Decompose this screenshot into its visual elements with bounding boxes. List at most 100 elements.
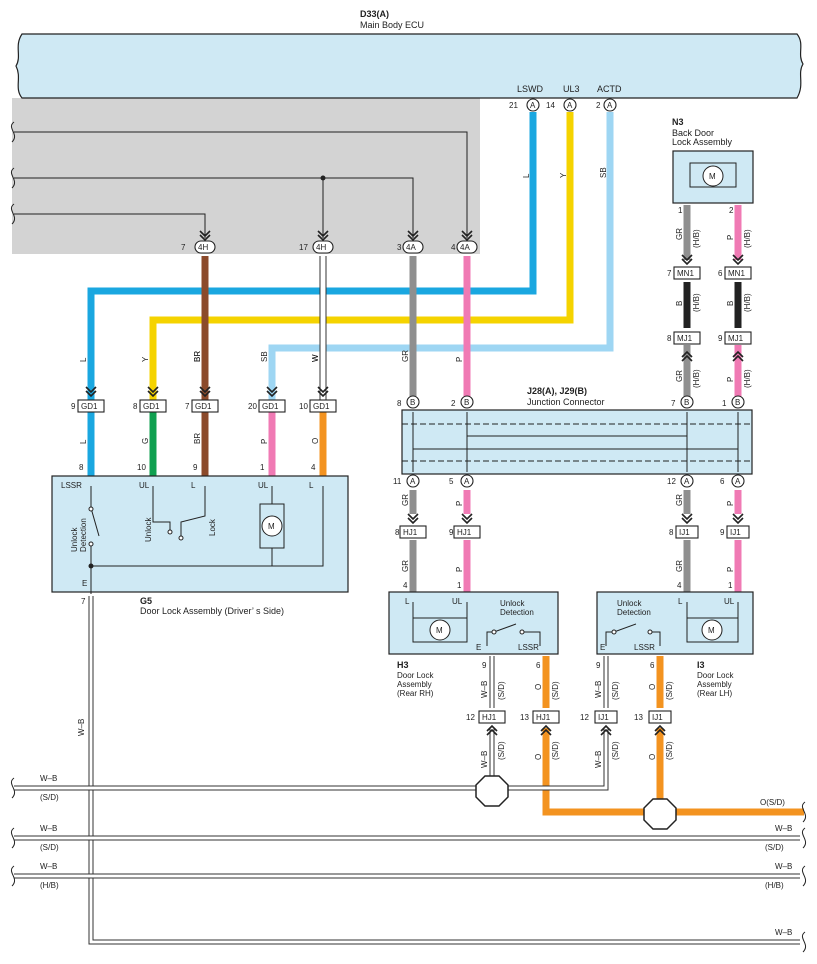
- gw-conn-2-label: 4A: [406, 243, 416, 252]
- jc-bot-conn-1-circle: [460, 474, 474, 488]
- ecu-pin-0: 21: [509, 101, 518, 110]
- mj1-pin-0: 8: [667, 334, 672, 343]
- lh-ij1b-chevron-1: [654, 724, 666, 736]
- lh-bot-label-1: O: [648, 684, 657, 690]
- n3-wire-label-0: GR: [675, 228, 684, 240]
- jc-top-conn-1-circle: [460, 395, 474, 409]
- g5-pin-4: 4: [311, 463, 316, 472]
- rh-up-label-0: GR: [401, 494, 410, 506]
- rh-hj1-conn-0-label: HJ1: [403, 528, 418, 537]
- jc-top-conn-1-label: B: [464, 398, 469, 407]
- lh-ij1-pin-0: 8: [669, 528, 674, 537]
- rh-term-lssr: LSSR: [518, 643, 539, 652]
- g5-motor-label: M: [268, 522, 275, 531]
- gd1-pin-3: 20: [248, 402, 257, 411]
- ecu-pin-1: 14: [546, 101, 555, 110]
- mn1-conn-0-box: [673, 266, 701, 280]
- lh-term-l: L: [678, 597, 683, 606]
- jc-bot-conn-0-circle: [406, 474, 420, 488]
- g5-e-term: E: [82, 579, 87, 588]
- g5-name: Door Lock Assembly (Driver’ s Side): [140, 606, 284, 616]
- mn1-pin-1: 6: [718, 269, 723, 278]
- lh-motor-label: M: [708, 626, 715, 635]
- jc-top-pin-2: 7: [671, 399, 676, 408]
- ecu-id: D33(A): [360, 9, 389, 19]
- lh-bot2-suffix-0: (S/D): [611, 741, 620, 760]
- mn1-pin-0: 7: [667, 269, 672, 278]
- g5-term-3: UL: [258, 481, 269, 490]
- gd1-chevron-3: [266, 386, 278, 398]
- lh-ij1-conn-0-label: IJ1: [679, 528, 690, 537]
- g5-motor-frame: [259, 503, 285, 549]
- gd1-lower-label-3: P: [260, 439, 269, 444]
- lh-ij1b-pin-1: 13: [634, 713, 643, 722]
- mn1-conn-0-label: MN1: [677, 269, 694, 278]
- rh-bot-label-1: O: [534, 684, 543, 690]
- rh-up-label-1: P: [455, 501, 464, 506]
- g5-pin-2: 9: [193, 463, 198, 472]
- n3-low-suffix-1: (H/B): [743, 369, 752, 388]
- g5-ground-wire-label: W–B: [77, 719, 86, 736]
- gw-pin-2: 3: [397, 243, 402, 252]
- lh-ij1-conn-1-label: IJ1: [730, 528, 741, 537]
- lh-id: I3: [697, 660, 705, 670]
- g5-lock-label: Lock: [208, 518, 217, 536]
- gw-chevron-2: [407, 230, 419, 242]
- ecu-term-lswd: LSWD: [517, 84, 544, 94]
- gw-wire-label-2: GR: [401, 350, 410, 362]
- gd1-lower-label-2: BR: [193, 433, 202, 444]
- ecu-body: [15, 33, 804, 99]
- gd1-lower-label-0: L: [79, 439, 88, 444]
- rh-motor-label: M: [436, 626, 443, 635]
- bus-left-0: W–B: [40, 774, 57, 783]
- gd1-pin-4: 10: [299, 402, 308, 411]
- rh-term-l: L: [405, 597, 410, 606]
- bus-wave-1: [10, 777, 16, 799]
- g5-ul-node-b: [178, 535, 184, 541]
- bus-left2-0: (S/D): [40, 793, 59, 802]
- g5-ground-wire: [91, 486, 324, 567]
- mj1-conn-1-label: MJ1: [728, 334, 744, 343]
- mn1-chevron-1: [732, 254, 744, 266]
- gw-pin-1: 17: [299, 243, 308, 252]
- n3-motor-label: M: [709, 172, 716, 181]
- rh-hj1-pin-1: 9: [449, 528, 454, 537]
- rh-hj1b-chevron-0: [486, 724, 498, 736]
- lh-ij1-pin-1: 9: [720, 528, 725, 537]
- g5-motor-icon: [261, 515, 283, 537]
- bus-left-2: W–B: [40, 824, 57, 833]
- g5-lssr-node-b: [88, 541, 94, 547]
- rh-hj1b-conn-0-box: [478, 710, 506, 724]
- lh-pin-1: 1: [728, 581, 733, 590]
- splice-octagon-wb: [475, 775, 509, 807]
- rh-bot-label-0: W–B: [480, 681, 489, 698]
- wave-2: [10, 167, 16, 189]
- gd1-upper-label-2: BR: [193, 351, 202, 362]
- lh-ij1b-conn-1-box: [648, 710, 672, 724]
- g5-box: [51, 475, 349, 593]
- bus-wave-r5: [801, 931, 807, 953]
- rh-motor-icon: [429, 619, 451, 641]
- g5-term-0: LSSR: [61, 481, 82, 490]
- gw-conn-0-label: 4H: [198, 243, 208, 252]
- gw-chevron-0: [199, 230, 211, 242]
- jc-top-pin-0: 8: [397, 399, 402, 408]
- bus-right2-3: (H/B): [765, 881, 784, 890]
- gd1-conn-0-label: GD1: [81, 402, 98, 411]
- lh-low-label-0: GR: [675, 560, 684, 572]
- bus-wave-4: [10, 865, 16, 887]
- rh-switch-node-b: [519, 629, 525, 635]
- bus-right-1: O(S/D): [760, 798, 785, 807]
- gw-wire-label-3: P: [455, 357, 464, 362]
- bus-wave-r4: [801, 865, 807, 887]
- jc-top-pin-3: 1: [722, 399, 727, 408]
- ecu-conn-2-circle: [603, 98, 617, 112]
- gd1-conn-1-label: GD1: [143, 402, 160, 411]
- gd1-upper-label-3: SB: [260, 351, 269, 362]
- gd1-upper-label-0: L: [79, 357, 88, 362]
- gd1-lower-label-1: G: [141, 438, 150, 444]
- gd1-conn-3-box: [258, 399, 286, 413]
